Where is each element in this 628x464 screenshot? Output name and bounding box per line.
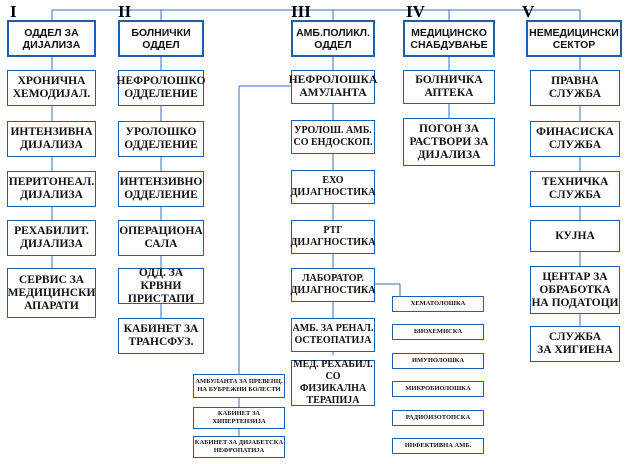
hospital-unit-box: ИНТЕНЗИВНО ОДДЕЛЕНИЕ xyxy=(118,171,204,207)
lab-sub-box: РАДИОИЗОТОПСКА xyxy=(392,410,484,426)
supply-unit-box: БОЛНИЧКА АПТЕКА xyxy=(403,70,495,104)
outpatient-unit-box: АМБ. ЗА РЕНАЛ. ОСТЕОПАТИЈА xyxy=(291,318,375,352)
dialysis-unit-box: ПЕРИТОНЕАЛ. ДИЈАЛИЗА xyxy=(7,171,96,207)
dept-medical-supply-header: МЕДИЦИНСКО СНАБДУВАЊЕ xyxy=(403,20,495,57)
roman-numeral-5: V xyxy=(522,2,535,21)
roman-numeral-2: II xyxy=(118,2,132,21)
dept-hospital-header: БОЛНИЧКИ ОДДЕЛ xyxy=(118,20,204,57)
dialysis-unit-box: ХРОНИЧНА ХЕМОДИЈАЛ. xyxy=(7,70,96,106)
outpatient-unit-box: УРОЛОШ. АМБ. СО ЕНДОСКОП. xyxy=(291,120,375,154)
roman-numeral-1: I xyxy=(10,2,17,21)
hospital-unit-box: КАБИНЕТ ЗА ТРАНСФУЗ. xyxy=(118,318,204,354)
outpatient-unit-box: МЕД. РЕХАБИЛ. СО ФИЗИКАЛНА ТЕРАПИЈА xyxy=(291,359,375,406)
outpatient-unit-box: РТГ ДИЈАГНОСТИКА xyxy=(290,220,376,254)
nonmedical-unit-box: ФИНАСИСКА СЛУЖБА xyxy=(530,121,620,157)
dept-dialysis-header: ОДДЕЛ ЗА ДИЈАЛИЗА xyxy=(7,20,96,57)
lab-sub-box: ИНФЕКТИВНА АМБ. xyxy=(392,438,484,454)
dept-nonmedical-header: НЕМЕДИЦИНСКИ СЕКТОР xyxy=(526,20,622,57)
roman-numeral-4: IV xyxy=(406,2,425,21)
hospital-unit-box: УРОЛОШКО ОДДЕЛЕНИЕ xyxy=(118,121,204,157)
nonmedical-unit-box: ПРАВНА СЛУЖБА xyxy=(530,70,620,106)
nonmedical-unit-box: СЛУЖБА ЗА ХИГИЕНА xyxy=(530,326,620,362)
outpatient-unit-box: ЕХО ДИЈАГНОСТИКА xyxy=(290,170,376,204)
roman-numeral-3: III xyxy=(291,2,311,21)
lab-sub-box: БИОХЕМИСКА xyxy=(392,324,484,340)
lab-sub-box: МИКРОБИОЛОШКА xyxy=(392,381,484,397)
dialysis-unit-box: СЕРВИС ЗА МЕДИЦИНСКИ АПАРАТИ xyxy=(7,268,96,318)
nonmedical-unit-box: КУЈНА xyxy=(530,220,620,252)
outpatient-unit-box: ЛАБОРАТОР. ДИЈАГНОСТИКА xyxy=(290,268,376,302)
nonmedical-unit-box: ЦЕНТАР ЗА ОБРАБОТКА НА ПОДАТОЦИ xyxy=(530,266,620,314)
lab-sub-box: ХЕМАТОЛОШКА xyxy=(392,296,484,312)
hospital-unit-box: НЕФРОЛОШКО ОДДЕЛЕНИЕ xyxy=(117,70,205,106)
nephro-sub-box: КАБИНЕТ ЗА ХИПЕРТЕНЗИЈА xyxy=(193,407,285,429)
supply-unit-box: ПОГОН ЗА РАСТВОРИ ЗА ДИЈАЛИЗА xyxy=(403,118,495,166)
nephro-sub-box: КАБИНЕТ ЗА ДИЈАБЕТСКА НЕФРОПАТИЈА xyxy=(193,436,285,458)
dialysis-unit-box: РЕХАБИЛИТ. ДИЈАЛИЗА xyxy=(7,220,96,256)
dept-outpatient-header: АМБ.ПОЛИКЛ. ОДДЕЛ xyxy=(291,20,375,57)
hospital-unit-box: ОПЕРАЦИОНА САЛА xyxy=(118,220,204,256)
lab-sub-box: ИМУНОЛОШКА xyxy=(392,353,484,369)
outpatient-unit-box: НЕФРОЛОШКА АМУЛАНТА xyxy=(289,70,377,104)
dialysis-unit-box: ИНТЕНЗИВНА ДИЈАЛИЗА xyxy=(7,121,96,157)
hospital-unit-box: ОДД. ЗА КРВНИ ПРИСТАПИ xyxy=(118,267,204,305)
nephro-sub-box: АМБУЛАНТА ЗА ПРЕВЕНЦ. НА БУБРЕЖНИ БОЛЕСТ… xyxy=(193,374,285,398)
nonmedical-unit-box: ТЕХНИЧКА СЛУЖБА xyxy=(530,171,620,207)
